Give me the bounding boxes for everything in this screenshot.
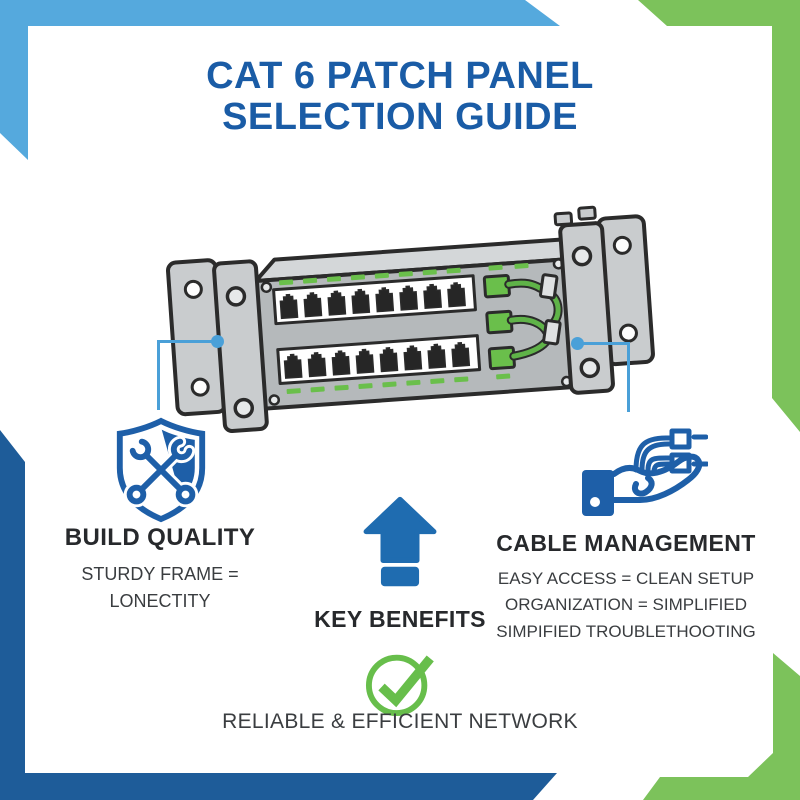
page-title-line1: CAT 6 PATCH PANEL: [206, 55, 594, 97]
port-label-dashes: [278, 262, 529, 395]
page-title-line2: SELECTION GUIDE: [222, 96, 578, 139]
crossed-wrenches: [123, 435, 199, 508]
up-arrow-icon: [363, 496, 437, 587]
leader-dot-right: [571, 337, 584, 350]
build-quality-heading: BUILD QUALITY: [64, 524, 256, 551]
hand-holding-cables-icon: [582, 428, 708, 516]
leader-line-left-vertical: [157, 340, 160, 410]
build-quality-body: STURDY FRAME = LONECTITY: [81, 564, 239, 611]
page-title: CAT 6 PATCH PANEL SELECTION GUIDE: [0, 55, 800, 139]
cable-management-heading: CABLE MANAGEMENT: [496, 530, 756, 556]
key-benefits-section: KEY BENEFITS: [300, 606, 500, 633]
build-quality-section: BUILD QUALITY STURDY FRAME = LONECTITY: [30, 524, 290, 615]
cable-management-section: CABLE MANAGEMENT EASY ACCESS = CLEAN SET…: [478, 530, 774, 645]
check-circle-icon: [365, 654, 434, 717]
patch-panel-illustration: [165, 205, 655, 433]
cuff: [582, 470, 614, 516]
shield-with-tools-icon: [116, 417, 206, 523]
leader-line-right-vertical: [627, 342, 630, 412]
leader-dot-left: [211, 335, 224, 348]
key-benefits-heading: KEY BENEFITS: [314, 606, 486, 632]
cable-management-body: EASY ACCESS = CLEAN SETUP ORGANIZATION =…: [496, 569, 756, 641]
footer-label: RELIABLE & EFFICIENT NETWORK: [222, 710, 578, 733]
leader-line-left-horizontal: [157, 340, 219, 343]
leader-line-right-horizontal: [578, 342, 630, 345]
